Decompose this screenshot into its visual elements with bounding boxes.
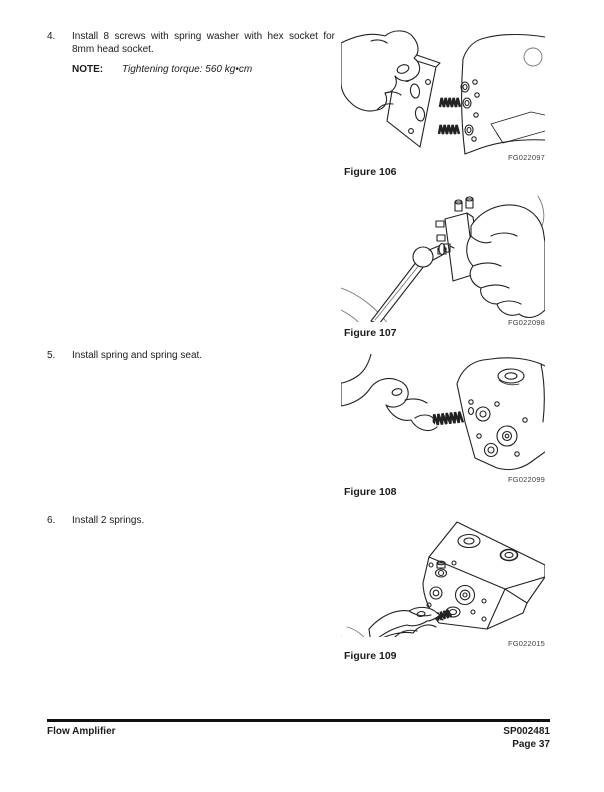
- figure-107-caption: Figure 107: [344, 327, 397, 339]
- spring-illustration: [432, 411, 465, 426]
- figure-108-drawing: [341, 354, 545, 471]
- hand-illustration: [341, 606, 444, 637]
- footer-doc-info: SP002481 Page 37: [503, 726, 550, 751]
- figure-109-code: FG022015: [507, 639, 545, 648]
- figure-106: FG022097 Figure 106: [341, 27, 545, 182]
- note-label: NOTE:: [72, 64, 104, 75]
- step-4-note: NOTE: Tightening torque: 560 kg•cm: [72, 63, 252, 76]
- footer-divider: [47, 719, 550, 722]
- socket-wrench-illustration: [370, 242, 455, 322]
- footer-section-title: Flow Amplifier: [47, 726, 116, 737]
- figure-106-code: FG022097: [507, 153, 545, 162]
- hand-illustration: [341, 354, 438, 432]
- springs-illustration: [437, 97, 462, 135]
- step-6-number: 6.: [47, 515, 56, 526]
- figure-108-code: FG022099: [507, 475, 545, 484]
- figure-107-code: FG022098: [507, 318, 545, 327]
- step-5-number: 5.: [47, 350, 56, 361]
- valve-block-illustration: [456, 357, 545, 471]
- footer-page-number: Page 37: [512, 738, 550, 750]
- figure-106-caption: Figure 106: [344, 166, 397, 178]
- figure-107-drawing: [341, 195, 545, 322]
- footer-doc-code: SP002481: [503, 726, 550, 737]
- valve-block-illustration: [460, 33, 545, 155]
- figure-108-caption: Figure 108: [344, 486, 397, 498]
- figure-107: FG022098 Figure 107: [341, 192, 545, 347]
- figure-106-drawing: [341, 30, 545, 155]
- figure-108: FG022099 Figure 108: [341, 354, 545, 504]
- step-5-text: Install spring and spring seat.: [72, 350, 203, 361]
- step-4-number: 4.: [47, 31, 56, 42]
- figure-109-caption: Figure 109: [344, 650, 397, 662]
- figure-109: FG022015 Figure 109: [341, 511, 545, 666]
- figure-109-drawing: [341, 521, 545, 637]
- note-text: Tightening torque: 560 kg•cm: [122, 64, 253, 75]
- hand-illustration: [466, 204, 545, 319]
- step-6-text: Install 2 springs.: [72, 515, 145, 526]
- step-4-text: Install 8 screws with spring washer with…: [72, 31, 335, 55]
- hand-illustration: [341, 30, 421, 112]
